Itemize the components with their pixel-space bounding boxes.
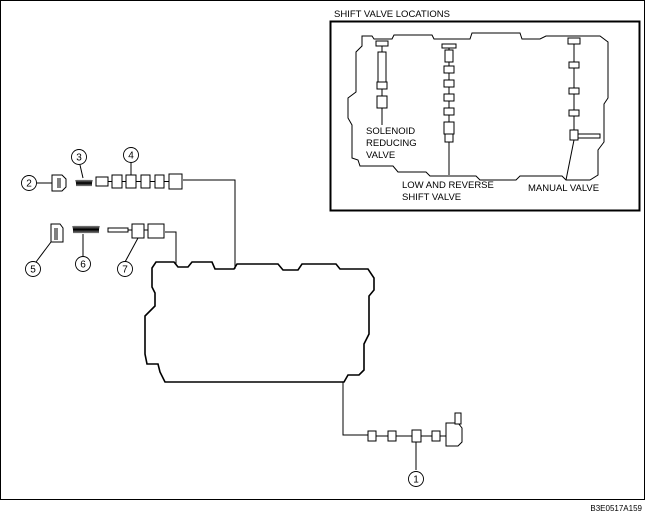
callout-4: 4 [123,147,139,163]
inset-box [329,20,641,212]
callout-2-number: 2 [26,179,32,190]
solenoid-label-1: SOLENOID [366,126,415,137]
shift-valve-locations-inset: SHIFT VALVE LOCATIONS SOLENOID REDUCING … [329,9,641,212]
diagram-border [0,0,645,500]
inset-valve-body-outline [347,32,609,181]
leader-7 [124,237,139,263]
callout-1-number: 1 [413,475,419,486]
part-5-plug [50,223,64,243]
inset-low-reverse-shift-valve [441,43,457,175]
callout-1: 1 [408,471,424,487]
callout-4-number: 4 [128,151,134,162]
callout-5: 5 [25,261,41,277]
part-4-valve [95,173,183,190]
callout-6: 6 [75,256,91,272]
callout-7: 7 [117,261,133,277]
leader-line-1 [342,382,368,436]
inset-solenoid-reducing-valve [375,40,389,125]
callout-3-number: 3 [76,153,82,164]
main-valve-body-outline [144,261,375,383]
leader-line-4 [183,179,236,269]
callout-7-number: 7 [122,265,128,276]
low-reverse-label-1: LOW AND REVERSE [402,180,494,191]
figure-code: B3E0517A159 [590,504,642,513]
leader-5 [35,241,52,263]
solenoid-label-3: VALVE [366,150,395,161]
leader-3 [79,164,84,179]
part-7-valve [107,223,165,239]
leader-line-7 [165,231,177,264]
inset-manual-valve [565,37,601,181]
low-reverse-label-2: SHIFT VALVE [402,192,461,203]
manual-valve-label: MANUAL VALVE [528,183,599,194]
part-1-manual-valve [367,412,463,447]
inset-title: SHIFT VALVE LOCATIONS [334,9,450,20]
part-2-plug [51,174,67,192]
callout-3: 3 [71,149,87,165]
callout-2: 2 [21,175,37,191]
callout-5-number: 5 [30,265,36,276]
solenoid-label-2: REDUCING [366,138,417,149]
part-6-spring [72,225,100,234]
callout-6-number: 6 [80,260,86,271]
part-3-spring [75,179,93,187]
